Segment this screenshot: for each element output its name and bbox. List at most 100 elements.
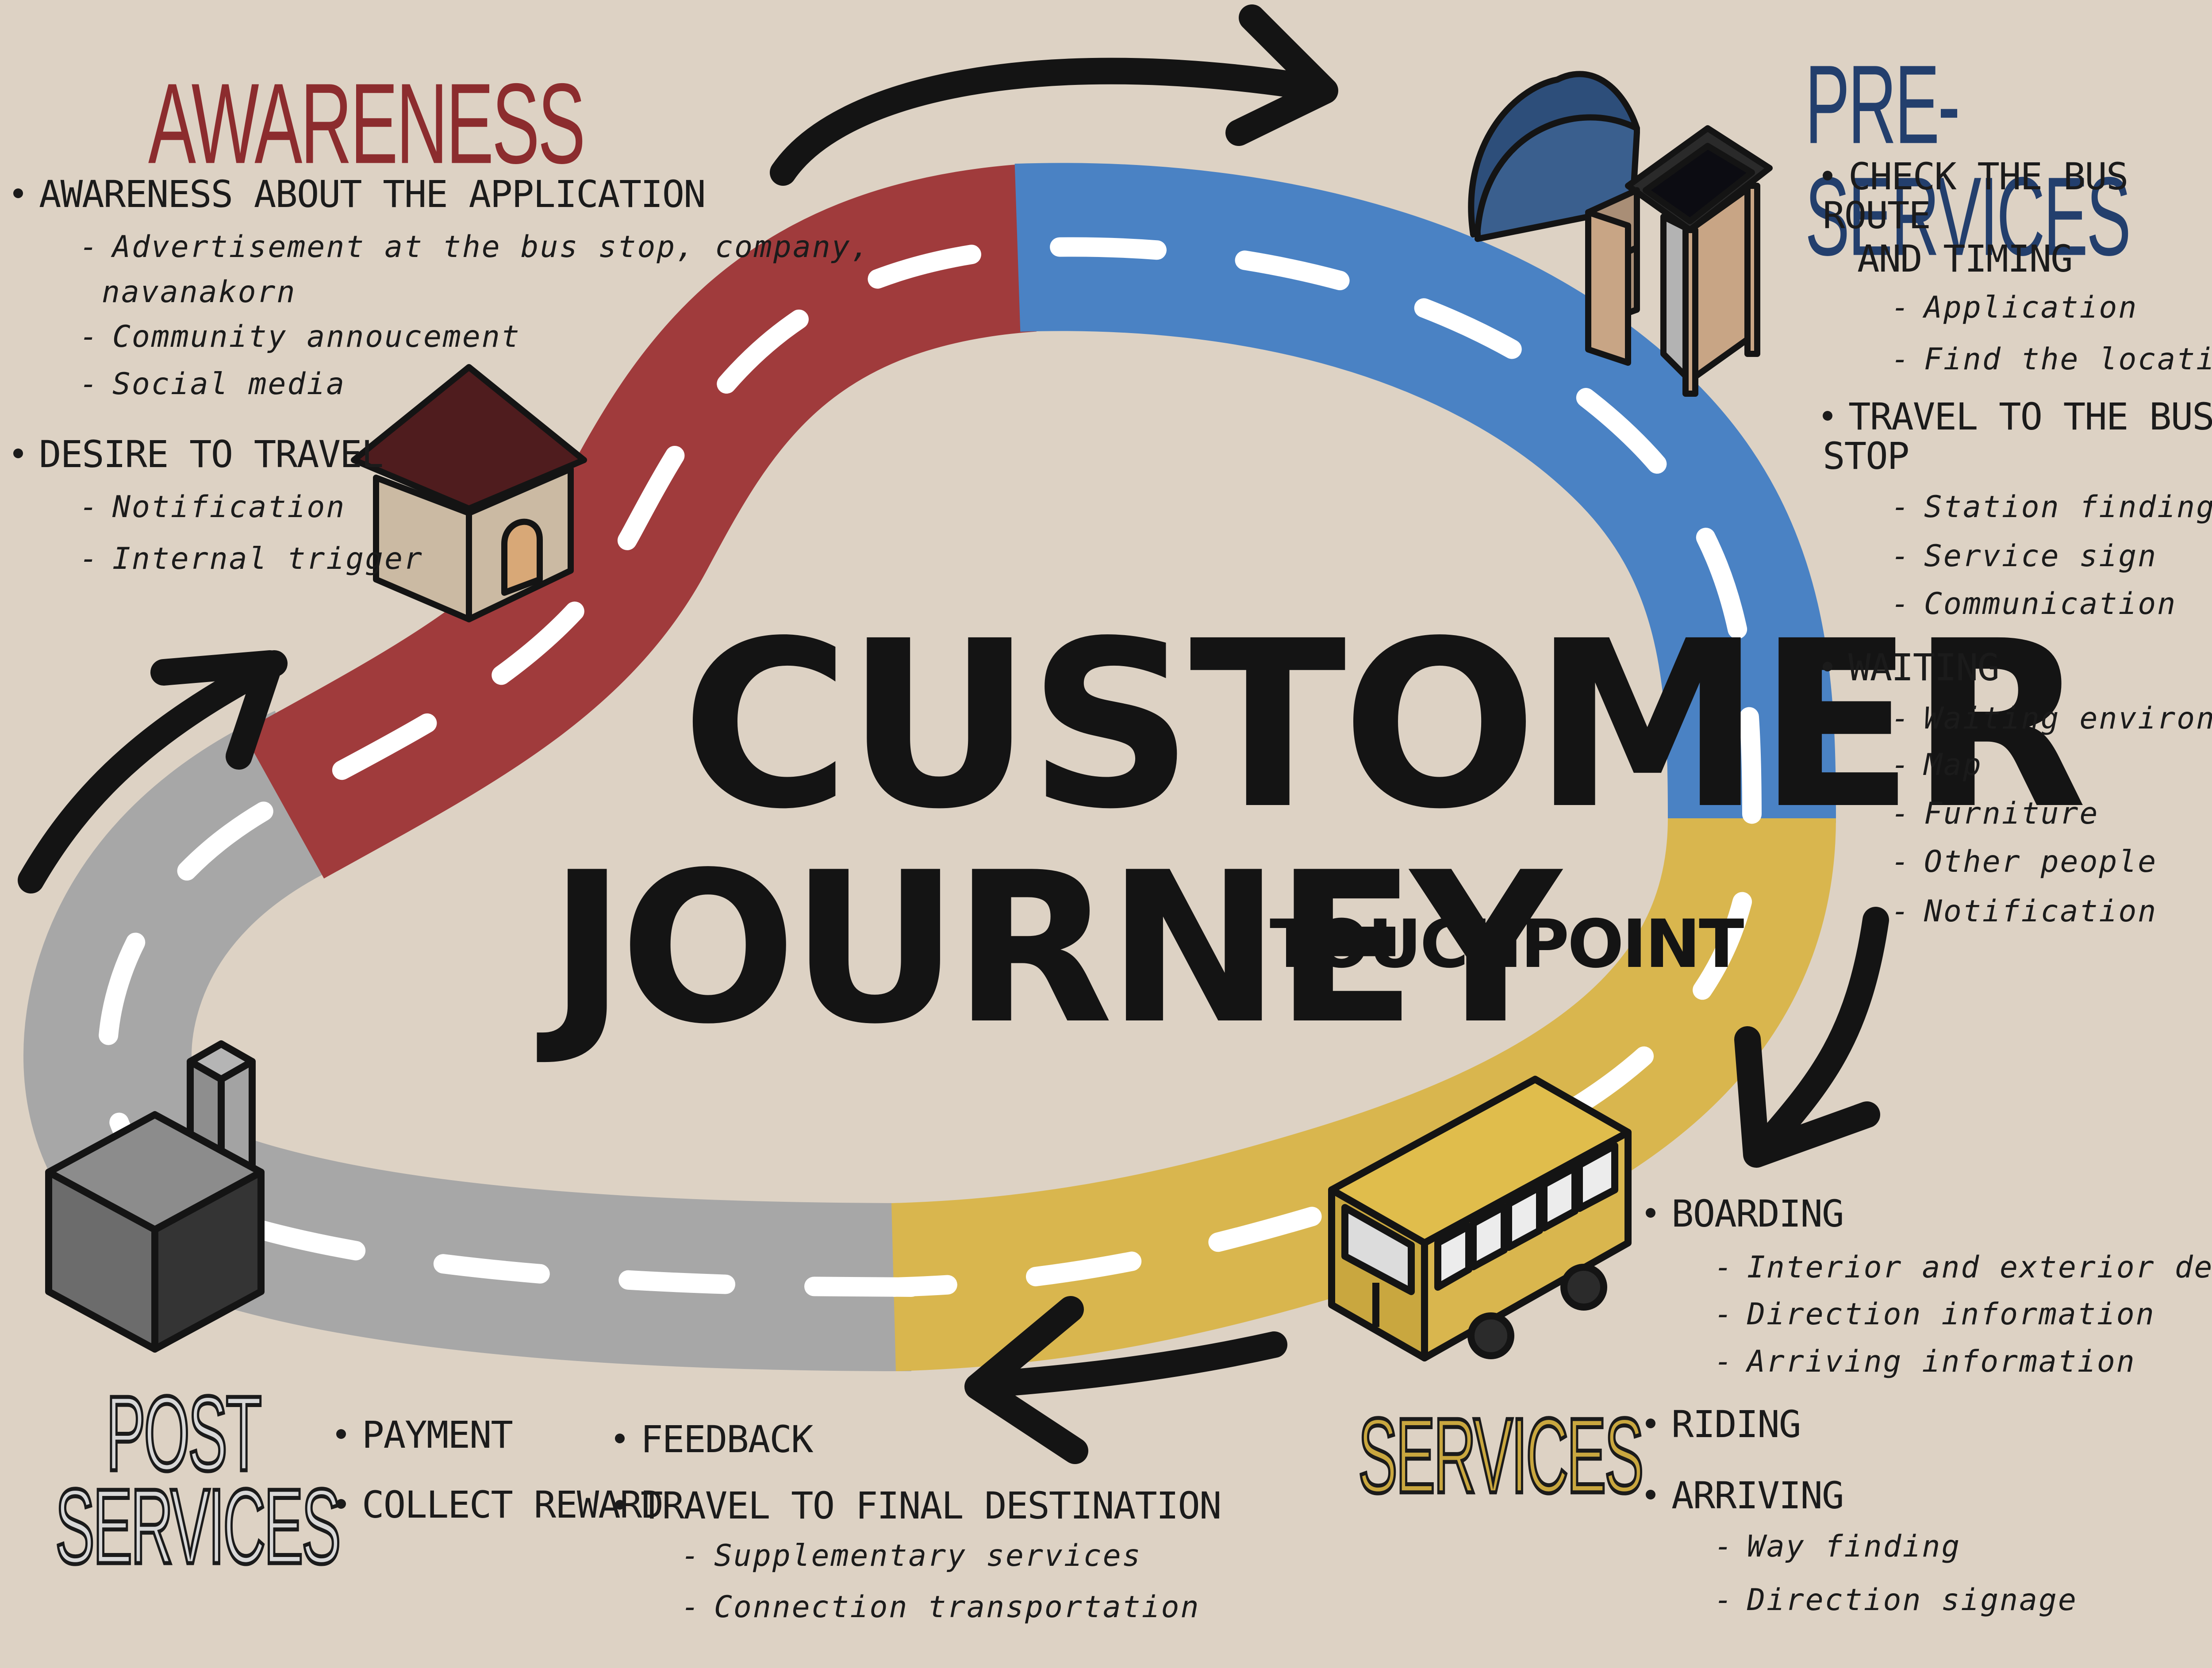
post-services-travel-sub-1: -Supplementary services [681, 1540, 1287, 1572]
dash-mark: - [1891, 844, 1911, 880]
dash-mark: - [681, 1589, 701, 1625]
stage-title-pre-services: PRE-SERVICES [1805, 42, 2131, 279]
services-item-1: BOARDING [1646, 1194, 2212, 1233]
pre-services-item-3-label: WAITING [1848, 645, 2000, 689]
pre-services-item-3-sub-2: -Map [1891, 749, 2212, 781]
awareness-item-1-label: AWARENESS ABOUT THE APPLICATION [39, 173, 706, 216]
bus-icon [1328, 1076, 1632, 1361]
title-subtitle: TOUCHPOINT [1270, 906, 1744, 983]
arrow-pre-services-to-services-icon [1734, 907, 1889, 1168]
dash-mark: - [80, 230, 99, 265]
dash-mark: - [80, 319, 99, 354]
dash-mark: - [1891, 701, 1911, 736]
post-services-item-travel: TRAVEL TO FINAL DESTINATION [615, 1486, 1221, 1525]
bullet-icon [13, 448, 23, 458]
dash-mark: - [1891, 290, 1911, 325]
awareness-item-1-sub-4: -Social media [80, 368, 871, 400]
services-item-1-label: BOARDING [1671, 1192, 1844, 1235]
dash-mark: - [1714, 1344, 1734, 1379]
pre-services-item-3-sub-5: -Notification [1891, 895, 2212, 927]
awareness-item-1-sub-3: -Community annoucement [80, 321, 871, 353]
dash-mark: - [1891, 796, 1911, 831]
sub-label: Station finding [1924, 489, 2212, 525]
dash-mark: - [80, 367, 99, 402]
dash-mark: - [80, 541, 99, 577]
services-item-2: RIDING [1646, 1405, 2212, 1444]
sub-label: Advertisement at the bus stop, company, [112, 230, 871, 265]
sub-label: Communication [1924, 586, 2177, 621]
title-line-2: JOURNEY [549, 828, 1561, 1070]
services-items: BOARDING -Interior and exterior design -… [1646, 1194, 2212, 1616]
services-item-3-sub-2: -Direction signage [1714, 1584, 2212, 1616]
awareness-item-1-sub-1: -Advertisement at the bus stop, company, [80, 231, 871, 263]
title-line-1: CUSTOMER [681, 591, 2087, 859]
pre-services-item-3: WAITING [1823, 648, 2212, 687]
post-services-item-label: PAYMENT [362, 1413, 513, 1457]
sub-label: Service sign [1924, 539, 2158, 574]
services-item-3-label: ARRIVING [1671, 1473, 1844, 1517]
post-services-travel-sub-2: -Connection transportation [681, 1591, 1287, 1623]
bullet-icon [615, 1434, 625, 1444]
sub-label: Direction signage [1747, 1583, 2078, 1618]
stage-title-services: SERVICES [1357, 1396, 1645, 1515]
sub-label: Connection transportation [714, 1589, 1200, 1625]
pre-services-item-2: TRAVEL TO THE BUS STOP [1823, 397, 2212, 475]
dash-mark: - [1714, 1250, 1734, 1285]
bus-stop-shelter-icon [1468, 71, 1773, 397]
bullet-icon [1646, 1419, 1655, 1429]
pre-services-item-2-sub-2: -Service sign [1891, 541, 2212, 572]
house-icon [351, 364, 587, 622]
services-item-3: ARRIVING [1646, 1476, 2212, 1515]
sub-label: Way finding [1747, 1529, 1961, 1564]
pre-services-item-2-label: TRAVEL TO THE BUS STOP [1823, 395, 2212, 478]
pre-services-item-2-sub-1: -Station finding [1891, 491, 2212, 523]
arrow-services-to-post-services-icon [964, 1296, 1287, 1464]
post-services-col-2: FEEDBACK TRAVEL TO FINAL DESTINATION -Su… [615, 1420, 1221, 1623]
post-services-item-label: TRAVEL TO FINAL DESTINATION [641, 1484, 1221, 1528]
pre-services-item-3-sub-3: -Furniture [1891, 798, 2212, 829]
sub-label: Find the location [1924, 341, 2212, 377]
dash-mark: - [1891, 748, 1911, 783]
pre-services-item-1-label-2: AND TIMING [1857, 237, 2073, 281]
sub-label: Direction information [1747, 1296, 2155, 1332]
stage-title-post-services-line-1: POST [105, 1373, 263, 1493]
pre-services-item-1-sub-2: -Find the location [1891, 344, 2212, 375]
post-services-item-feedback: FEEDBACK [615, 1420, 1221, 1459]
sub-label: Waiting environment [1924, 701, 2212, 736]
sub-label: Notification [112, 489, 346, 525]
bullet-icon [336, 1429, 346, 1439]
sub-label: Furniture [1924, 796, 2099, 831]
sub-label: Community annoucement [112, 319, 521, 354]
arrow-awareness-to-pre-services-icon [770, 4, 1338, 186]
awareness-item-1: AWARENESS ABOUT THE APPLICATION [13, 175, 804, 214]
stage-title-awareness: AWARENESS [148, 59, 586, 188]
pre-services-item-1: CHECK THE BUS ROUTE [1823, 157, 2212, 235]
post-services-item-label: COLLECT REWARD [362, 1483, 664, 1527]
post-services-col-1: PAYMENT COLLECT REWARD [336, 1413, 664, 1527]
arrow-post-services-to-awareness-icon [18, 650, 288, 893]
bullet-icon [336, 1499, 346, 1509]
sub-label: Internal trigger [112, 541, 423, 577]
bullet-icon [615, 1500, 625, 1510]
flow-arrows [18, 4, 1889, 1464]
bullet-icon [1823, 661, 1832, 671]
services-item-1-sub-3: -Arriving information [1714, 1346, 2212, 1377]
dash-mark: - [80, 489, 99, 525]
sub-label: navanakorn [102, 274, 296, 310]
awareness-item-2-label: DESIRE TO TRAVEL [39, 432, 384, 476]
factory-icon [45, 1040, 265, 1353]
awareness-item-2: DESIRE TO TRAVEL [13, 435, 804, 474]
pre-services-item-1-label: CHECK THE BUS ROUTE [1823, 155, 2128, 238]
services-item-2-label: RIDING [1671, 1403, 1801, 1446]
sub-label: Arriving information [1747, 1344, 2136, 1379]
services-item-1-sub-2: -Direction information [1714, 1296, 2212, 1332]
sub-label: Other people [1924, 844, 2158, 880]
awareness-item-2-sub-2: -Internal trigger [80, 543, 871, 575]
bullet-icon [1823, 171, 1832, 181]
pre-services-items: CHECK THE BUS ROUTE AND TIMING -Applicat… [1823, 157, 2212, 927]
dash-mark: - [681, 1538, 701, 1574]
bullet-icon [13, 188, 23, 199]
pre-services-item-3-sub-4: -Other people [1891, 846, 2212, 878]
